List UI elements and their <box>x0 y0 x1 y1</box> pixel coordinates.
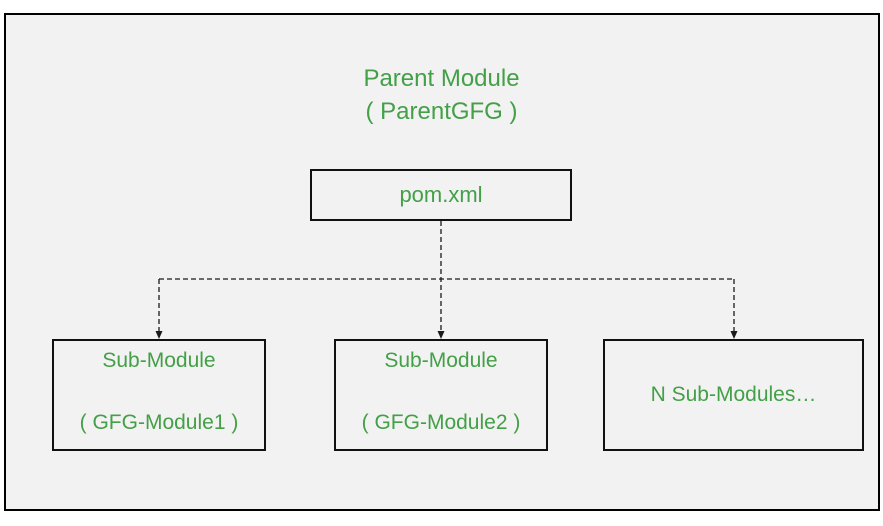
n-sub-modules-node: N Sub-Modules… <box>603 339 864 451</box>
sub-module-2-node: Sub-Module ( GFG-Module2 ) <box>334 339 548 451</box>
pom-xml-label: pom.xml <box>399 182 483 207</box>
sub-module-2-label: Sub-Module <box>384 349 498 372</box>
n-sub-modules-label: N Sub-Modules… <box>650 383 817 406</box>
sub-module-1-node: Sub-Module ( GFG-Module1 ) <box>52 339 266 451</box>
sub-module-1-label: Sub-Module <box>102 349 216 372</box>
sub-module-1-sublabel: ( GFG-Module1 ) <box>79 411 239 434</box>
pom-xml-node: pom.xml <box>310 169 572 221</box>
parent-module-title-line2: ( ParentGFG ) <box>365 98 518 125</box>
sub-module-2-sublabel: ( GFG-Module2 ) <box>361 411 521 434</box>
parent-module-title-line1: Parent Module <box>363 65 520 92</box>
diagram-title: Parent Module ( ParentGFG ) <box>0 62 883 128</box>
